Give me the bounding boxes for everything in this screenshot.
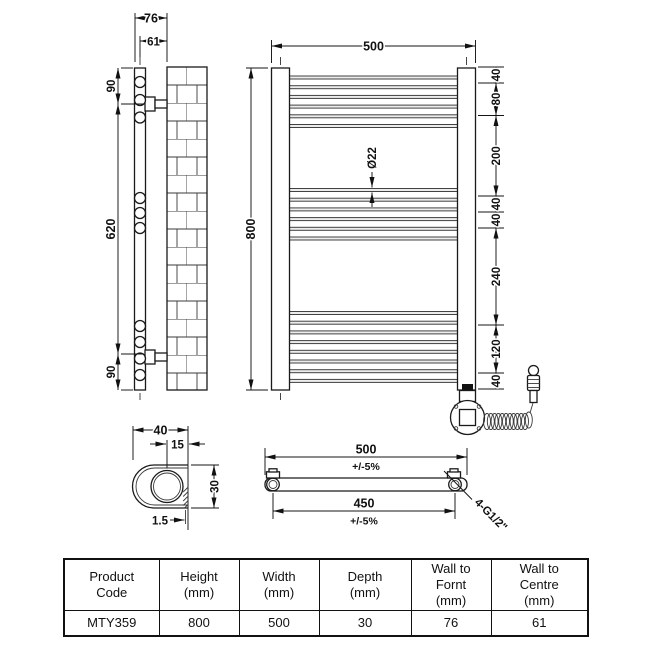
drawing-area: 76 61 90 620 90 [103,10,541,535]
spec-header-row: Product Code Height (mm) Width (mm) Dept… [63,558,589,611]
value-width: 500 [238,610,320,637]
header-depth: Depth (mm) [318,558,412,611]
wall-bracket-bottom [144,349,168,365]
dim-label-620: 620 [104,219,118,240]
dim-label-450: 450 [354,497,375,511]
header-wall-to-front: Wall to Fornt (mm) [410,558,492,611]
wall-bracket-top [144,96,168,112]
dim-height-800: 800 [243,67,268,391]
chain-label-40b: 40 [491,198,503,211]
value-height: 800 [158,610,240,637]
side-view: 76 61 90 620 90 [103,10,208,400]
dim-label-800: 800 [244,219,258,240]
dim-label-500: 500 [363,40,384,54]
dim-label-topview-500: 500 [356,443,377,457]
dim-label-1-5: 1.5 [152,516,169,528]
thread-label: 4-G1/2" [472,497,509,534]
header-width: Width (mm) [238,558,320,611]
chain-label-200: 200 [491,146,503,165]
coiled-cable [483,402,534,430]
chain-label-40c: 40 [491,214,503,227]
power-plug [526,364,541,404]
side-tube-sections [133,75,147,382]
front-view: 500 800 Ø22 [243,38,541,436]
dim-label-61: 61 [147,37,160,49]
dim-topview-500: 500 +/-5% [264,441,468,475]
rail-top-view: 500 +/-5% 450 +/-5% 4-G1/2" [264,441,511,535]
dim-label-76: 76 [144,12,158,26]
tolerance-450: +/-5% [350,516,378,528]
dim-bracket-1-5: 1.5 [151,510,186,529]
dim-label-15: 15 [171,440,184,452]
left-connector [265,468,281,492]
dim-wall-to-centre: 61 [139,35,167,57]
bracket-tube-inner [153,472,181,501]
bracket-detail: 40 15 30 1.5 [131,422,223,530]
dim-topview-450: 450 +/-5% [272,493,456,529]
dim-label-30: 30 [210,480,222,493]
header-wall-to-centre: Wall to Centre (mm) [490,558,589,611]
chain-label-80: 80 [491,93,503,106]
header-product-code: Product Code [63,558,160,611]
dim-label-90-top: 90 [106,80,118,93]
bracket-tube-outer [150,469,184,504]
bracket-outline [131,464,188,509]
rail-bars [289,75,459,383]
dim-bracket-15: 15 [150,438,205,468]
dim-tube-diameter: Ø22 [366,146,381,207]
front-right-dim-chain: 40 80 200 40 40 240 120 40 [478,66,505,390]
tolerance-500: +/-5% [352,461,380,473]
dim-label-90-bottom: 90 [106,366,118,379]
chain-label-40a: 40 [491,69,503,82]
heating-element [449,384,486,436]
bracket-inner-outline [135,467,188,506]
right-vertical-tube [456,67,477,391]
header-height: Height (mm) [158,558,240,611]
left-vertical-tube [270,67,291,391]
spec-table: Product Code Height (mm) Width (mm) Dept… [63,558,589,637]
value-wall-to-front: 76 [410,610,492,637]
brick-wall [166,66,208,391]
dim-wall-to-front: 76 [134,10,168,62]
rail-body [264,477,468,492]
section-hatch [182,486,189,509]
thread-callout: 4-G1/2" [443,470,511,535]
side-left-dim-chain: 90 620 90 [103,67,144,391]
dim-label-40: 40 [154,424,168,438]
chain-label-40d: 40 [491,375,503,388]
spec-table-wrap: Product Code Height (mm) Width (mm) Dept… [63,558,589,637]
dim-label-diameter: Ø22 [367,147,379,169]
dim-width-500: 500 [271,38,476,63]
chain-label-240: 240 [491,267,503,286]
value-depth: 30 [318,610,412,637]
dim-bracket-40: 40 [132,422,189,460]
spec-data-row: MTY359 800 500 30 76 61 [63,610,589,637]
chain-label-120: 120 [491,339,503,358]
value-wall-to-centre: 61 [490,610,589,637]
value-product-code: MTY359 [63,610,160,637]
dim-bracket-30: 30 [191,464,223,509]
